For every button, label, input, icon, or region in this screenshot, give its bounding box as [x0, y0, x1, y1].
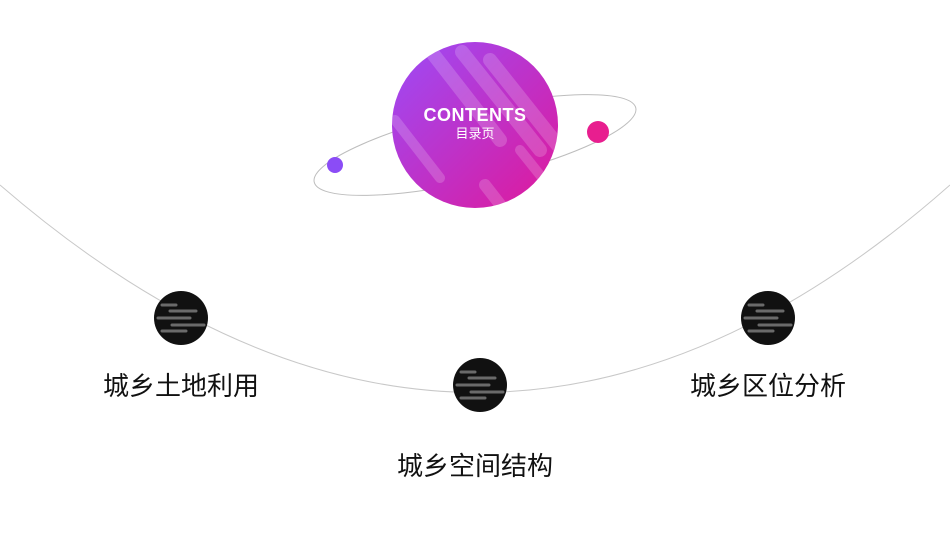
item-label-1[interactable]: 城乡土地利用 [102, 372, 260, 402]
node-icon-3 [741, 291, 795, 345]
contents-subtitle: 目录页 [455, 127, 495, 142]
contents-title: CONTENTS [423, 105, 527, 125]
moon-purple [327, 157, 343, 173]
node-icon-1 [154, 291, 208, 345]
node-icon-2 [453, 358, 507, 412]
moon-pink [587, 121, 609, 143]
item-label-3[interactable]: 城乡区位分析 [689, 372, 847, 402]
contents-title-block: CONTENTS 目录页 [392, 104, 558, 144]
item-label-2[interactable]: 城乡空间结构 [396, 452, 554, 482]
